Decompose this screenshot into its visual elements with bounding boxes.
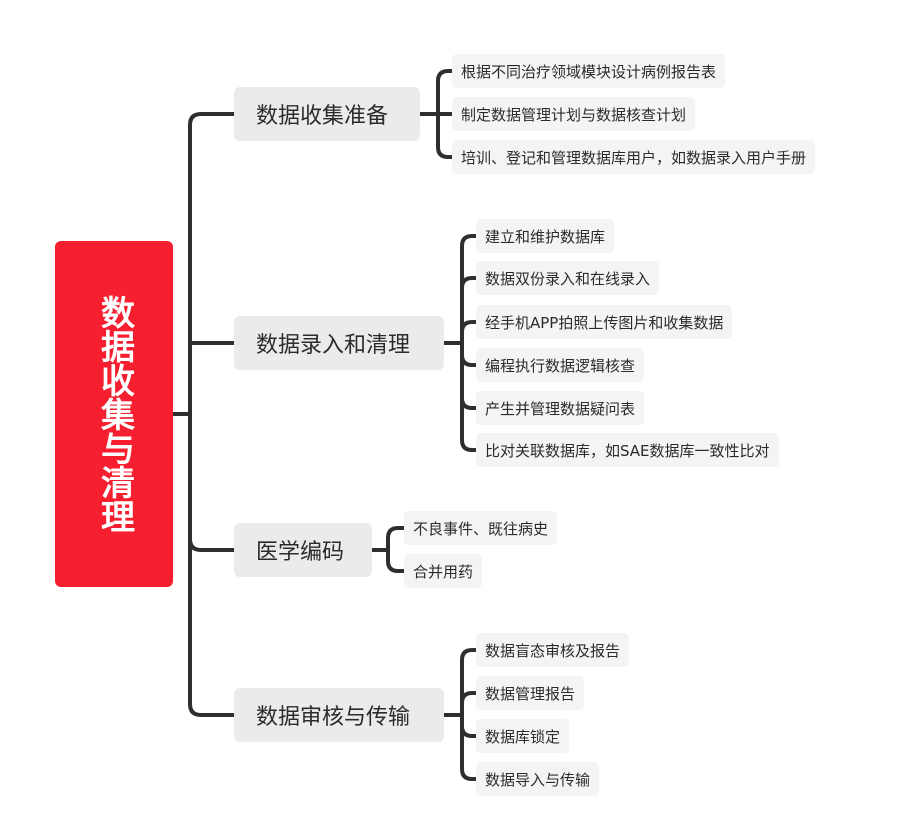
leaf-item[interactable]: 根据不同治疗领域模块设计病例报告表	[452, 54, 726, 88]
leaf-label: 建立和维护数据库	[485, 227, 606, 246]
branch-label: 数据录入和清理	[256, 333, 411, 358]
leaf-label: 根据不同治疗领域模块设计病例报告表	[461, 62, 717, 81]
connector-b3-leaf-1	[386, 526, 406, 552]
leaf-label: 数据双份录入和在线录入	[485, 269, 651, 288]
connector-b4-leaf-2	[460, 691, 478, 717]
branch-data-collection-prep[interactable]: 数据收集准备	[234, 87, 420, 141]
leaf-item[interactable]: 合并用药	[404, 554, 483, 588]
branch-data-entry-cleaning[interactable]: 数据录入和清理	[234, 316, 444, 370]
leaf-label: 产生并管理数据疑问表	[485, 399, 636, 418]
leaf-item[interactable]: 经手机APP拍照上传图片和收集数据	[476, 305, 733, 339]
leaf-item[interactable]: 不良事件、既往病史	[404, 511, 558, 545]
leaf-item[interactable]: 比对关联数据库，如SAE数据库一致性比对	[476, 433, 779, 467]
connector-b2-leaf-4	[460, 341, 478, 367]
connector-branch-4	[188, 412, 236, 717]
leaf-item[interactable]: 建立和维护数据库	[476, 219, 615, 253]
leaf-item[interactable]: 数据双份录入和在线录入	[476, 261, 660, 295]
leaf-item[interactable]: 数据导入与传输	[476, 762, 600, 796]
connector-branch-2	[188, 341, 236, 416]
leaf-item[interactable]: 培训、登记和管理数据库用户，如数据录入用户手册	[452, 140, 816, 174]
leaf-item[interactable]: 数据盲态审核及报告	[476, 633, 630, 667]
leaf-item[interactable]: 编程执行数据逻辑核查	[476, 348, 645, 382]
leaf-item[interactable]: 数据库锁定	[476, 719, 570, 753]
connector-b2-leaf-5	[460, 341, 478, 410]
branch-medical-coding[interactable]: 医学编码	[234, 523, 372, 577]
root-node[interactable]: 数据收集与清理	[55, 241, 173, 587]
leaf-item[interactable]: 产生并管理数据疑问表	[476, 391, 645, 425]
leaf-item[interactable]: 制定数据管理计划与数据核查计划	[452, 97, 696, 131]
connector-b4-leaf-3	[460, 713, 478, 738]
leaf-label: 比对关联数据库，如SAE数据库一致性比对	[485, 441, 770, 460]
connector-b2-leaf-1	[460, 234, 478, 345]
connector-b1-leaf-1	[436, 69, 454, 116]
leaf-label: 数据盲态审核及报告	[485, 641, 621, 660]
leaf-label: 合并用药	[413, 562, 474, 581]
connector-b4-leaf-4	[460, 713, 478, 781]
connector-b2-leaf-2	[460, 276, 478, 345]
leaf-label: 培训、登记和管理数据库用户，如数据录入用户手册	[461, 148, 807, 167]
leaf-label: 数据导入与传输	[485, 770, 591, 789]
branch-data-review-transfer[interactable]: 数据审核与传输	[234, 688, 444, 742]
leaf-label: 不良事件、既往病史	[413, 519, 549, 538]
connector-branch-1	[188, 112, 236, 416]
leaf-label: 制定数据管理计划与数据核查计划	[461, 105, 687, 124]
leaf-label: 经手机APP拍照上传图片和收集数据	[485, 313, 724, 332]
connector-branch-3	[188, 412, 236, 552]
connector-b4-leaf-1	[460, 648, 478, 717]
leaf-label: 数据库锁定	[485, 727, 561, 746]
connector-b1-leaf-3	[436, 112, 454, 159]
root-title: 数据收集与清理	[94, 295, 135, 533]
leaf-label: 数据管理报告	[485, 684, 576, 703]
connector-b2-leaf-6	[460, 341, 478, 452]
branch-label: 数据审核与传输	[256, 705, 411, 730]
leaf-item[interactable]: 数据管理报告	[476, 676, 585, 710]
leaf-label: 编程执行数据逻辑核查	[485, 356, 636, 375]
connector-b3-leaf-2	[386, 548, 406, 573]
connector-b2-leaf-3	[460, 320, 478, 345]
branch-label: 医学编码	[256, 540, 345, 565]
branch-label: 数据收集准备	[256, 104, 389, 129]
